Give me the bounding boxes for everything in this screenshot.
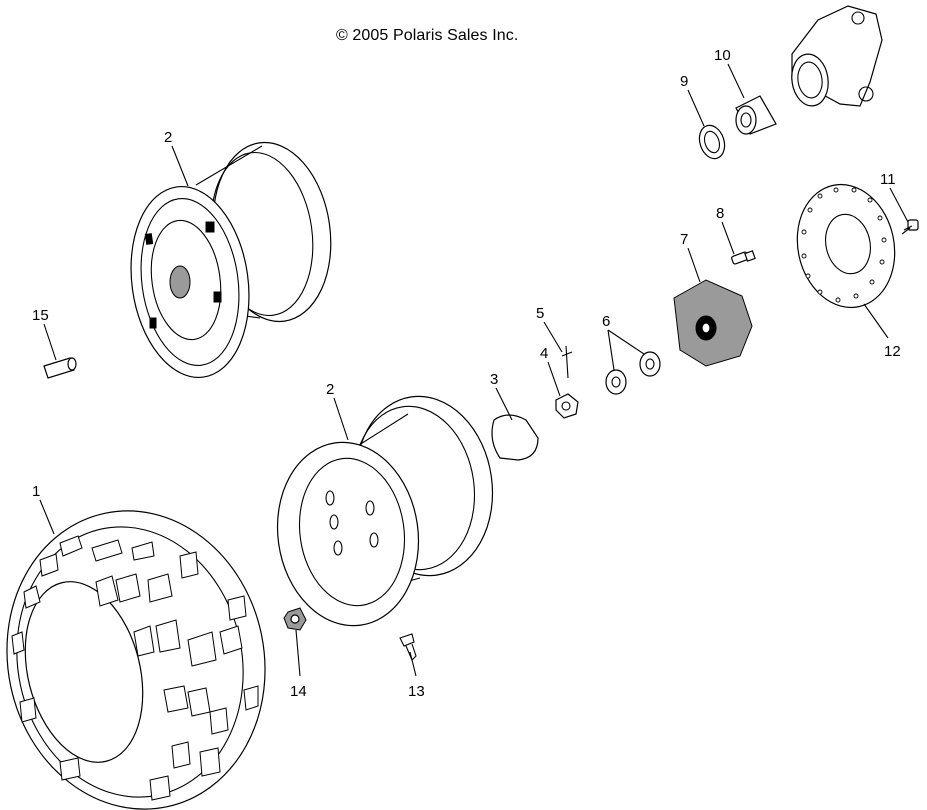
callout-13: 13 bbox=[408, 683, 425, 700]
callout-1: 1 bbox=[32, 483, 40, 500]
part-12-brake-disc bbox=[796, 183, 896, 309]
leader-lines bbox=[39, 63, 909, 677]
callout-14: 14 bbox=[290, 683, 307, 700]
callout-10: 10 bbox=[714, 47, 731, 64]
part-5-cotter-pin bbox=[561, 345, 573, 379]
part-1-tire bbox=[6, 510, 266, 810]
part-3-cap bbox=[491, 414, 539, 461]
callout-labels: 1 2 2 3 4 5 6 7 8 9 10 11 12 13 14 15 bbox=[32, 47, 901, 700]
callout-12: 12 bbox=[884, 343, 901, 360]
part-9-snap-ring bbox=[698, 124, 726, 160]
part-15-spacer bbox=[43, 357, 77, 379]
callout-15: 15 bbox=[32, 307, 49, 324]
part-2-wheel-upper bbox=[130, 141, 332, 379]
copyright-text: © 2005 Polaris Sales Inc. bbox=[336, 27, 519, 44]
part-7-hub bbox=[673, 279, 753, 367]
callout-8: 8 bbox=[716, 205, 724, 222]
callout-6: 6 bbox=[602, 313, 610, 330]
callout-7: 7 bbox=[680, 231, 688, 248]
part-11-bolt bbox=[901, 219, 919, 235]
part-14-lug-nut bbox=[283, 607, 307, 631]
callout-2-upper: 2 bbox=[164, 129, 172, 146]
callout-11: 11 bbox=[880, 171, 896, 188]
callout-9: 9 bbox=[680, 73, 688, 90]
part-13-valve-stem bbox=[399, 633, 417, 661]
callout-5: 5 bbox=[536, 305, 544, 322]
part-8-wheel-stud bbox=[731, 250, 756, 265]
callout-3: 3 bbox=[490, 371, 498, 388]
callout-2-lower: 2 bbox=[326, 381, 334, 398]
part-6-washers bbox=[605, 351, 661, 395]
part-2-wheel-lower bbox=[276, 395, 494, 627]
part-10-bearing bbox=[735, 95, 777, 135]
callout-4: 4 bbox=[540, 345, 548, 362]
part-4-nut bbox=[555, 393, 579, 419]
steering-knuckle bbox=[791, 5, 883, 107]
